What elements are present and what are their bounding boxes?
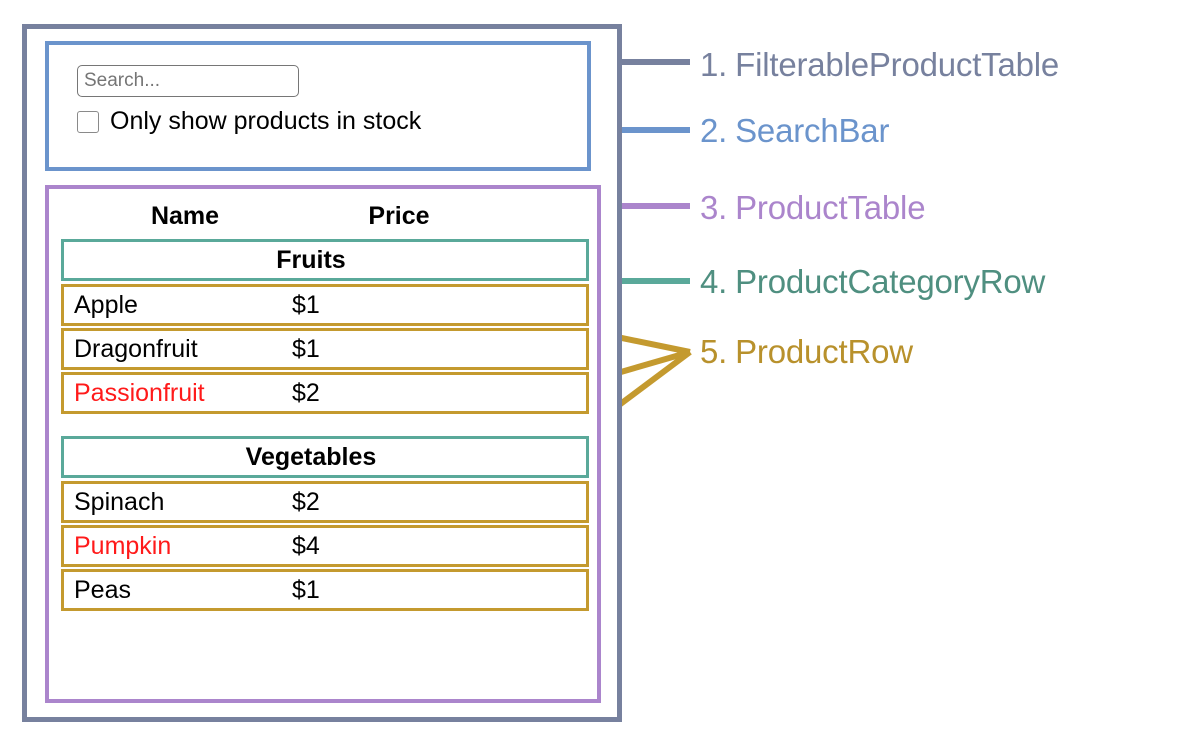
product-price: $4 (292, 531, 320, 560)
product-price: $1 (292, 575, 320, 604)
checkbox-icon[interactable] (77, 110, 99, 133)
search-bar-frame: Search... Only show products in stock (45, 41, 591, 171)
legend-number: 1. (700, 46, 728, 83)
product-row: Dragonfruit $1 (61, 328, 589, 370)
product-price: $1 (292, 290, 320, 319)
product-name: Dragonfruit (74, 334, 198, 363)
column-header-price: Price (368, 201, 430, 230)
legend-item-product-category-row: 4.ProductCategoryRow (700, 263, 1045, 301)
legend-item-product-row: 5.ProductRow (700, 333, 913, 371)
legend-label: ProductCategoryRow (735, 263, 1046, 300)
table-header-row: Name Price (61, 193, 589, 239)
product-table-body: Name Price Fruits Apple $1 Dragonfruit $… (61, 193, 589, 613)
legend-number: 4. (700, 263, 728, 300)
legend-item-product-table: 3.ProductTable (700, 189, 926, 227)
in-stock-checkbox-label: Only show products in stock (110, 107, 422, 135)
product-table-frame: Name Price Fruits Apple $1 Dragonfruit $… (45, 185, 601, 703)
product-row: Spinach $2 (61, 481, 589, 523)
product-name-out-of-stock: Passionfruit (74, 378, 205, 407)
search-input[interactable]: Search... (77, 65, 299, 97)
legend-label: FilterableProductTable (735, 46, 1060, 83)
product-category-row: Vegetables (61, 436, 589, 478)
product-row: Peas $1 (61, 569, 589, 611)
filterable-product-table-frame: Search... Only show products in stock Na… (22, 24, 622, 722)
product-name: Spinach (74, 487, 165, 516)
product-category-label: Vegetables (245, 442, 377, 471)
product-row: Apple $1 (61, 284, 589, 326)
legend-label: ProductRow (735, 333, 913, 370)
legend-item-filterable-product-table: 1.FilterableProductTable (700, 46, 1059, 84)
product-price: $2 (292, 378, 320, 407)
product-name-out-of-stock: Pumpkin (74, 531, 172, 560)
legend-label: ProductTable (735, 189, 926, 226)
legend-item-search-bar: 2.SearchBar (700, 112, 889, 150)
legend-number: 3. (700, 189, 728, 226)
product-row: Pumpkin $4 (61, 525, 589, 567)
product-name: Peas (74, 575, 131, 604)
in-stock-checkbox-row[interactable]: Only show products in stock (77, 109, 421, 134)
legend-number: 5. (700, 333, 728, 370)
column-header-name: Name (150, 201, 220, 230)
category-group-spacer (61, 416, 589, 436)
product-price: $1 (292, 334, 320, 363)
product-name: Apple (74, 290, 138, 319)
product-price: $2 (292, 487, 320, 516)
legend-number: 2. (700, 112, 728, 149)
product-category-label: Fruits (276, 245, 346, 274)
product-row: Passionfruit $2 (61, 372, 589, 414)
product-category-row: Fruits (61, 239, 589, 281)
legend-label: SearchBar (735, 112, 890, 149)
